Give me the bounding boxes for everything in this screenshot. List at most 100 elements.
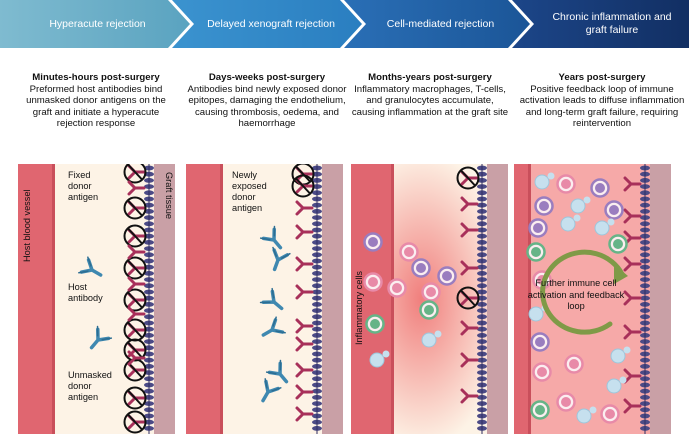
blocked-slash (127, 199, 143, 217)
blocked-symbol (456, 286, 480, 310)
description-body: Positive feedback loop of immune activat… (519, 83, 685, 130)
cell-nucleus (426, 287, 436, 297)
antigen-shape (623, 256, 642, 272)
description-body: Preformed host antibodies bind unmasked … (26, 83, 166, 130)
antigen-shape (295, 336, 314, 352)
immune-cell-pink (363, 272, 383, 292)
stage-description: Years post-surgery Positive feedback loo… (518, 72, 686, 130)
description-heading: Minutes-hours post-surgery (32, 72, 160, 83)
antigen-shape (295, 406, 314, 422)
unmasked-antigen-label: Unmasked donor antigen (68, 370, 112, 402)
immune-cell-pink (564, 354, 584, 374)
antibody-chain (272, 316, 286, 334)
blocked-symbol (123, 164, 147, 184)
blocked-symbol (123, 196, 147, 220)
antigen-shape (623, 324, 642, 340)
blocked-slash (127, 259, 143, 277)
cell-nucleus (370, 319, 380, 329)
antigen-shape (623, 398, 642, 414)
antigen-shape (623, 208, 642, 224)
host-antibody (261, 378, 282, 403)
blocked-slash (460, 289, 476, 307)
antibody-chain (259, 225, 276, 241)
immune-cell-pink (532, 362, 552, 382)
donor-antigen (127, 276, 146, 292)
cell-nucleus (561, 397, 571, 407)
antigen-shape (460, 260, 479, 276)
vessel-wall (528, 164, 531, 434)
panel-cell-mediated (351, 164, 508, 434)
stage-chevron-2 (172, 0, 362, 48)
cell-nucleus (613, 239, 623, 249)
donor-antigen (623, 176, 642, 192)
blocked-slash (127, 413, 143, 431)
blocked-symbol (456, 166, 480, 190)
donor-antigen (460, 222, 479, 238)
immune-cell-purple (530, 332, 550, 352)
cell-fragment (547, 172, 555, 180)
panel-chronic (514, 164, 671, 434)
blocked-slash (127, 389, 143, 407)
antigen-shape (127, 306, 146, 322)
immune-cell-pink (399, 242, 419, 262)
donor-antigen (127, 306, 146, 322)
blocked-symbol (123, 410, 147, 434)
host-blood-vessel (514, 164, 528, 434)
immune-cell-pink (600, 404, 620, 424)
antigen-shape (295, 384, 314, 400)
cell-nucleus (392, 283, 402, 293)
cell-fragment (607, 218, 615, 226)
cell-nucleus (368, 237, 378, 247)
panel-hyperacute (18, 164, 175, 434)
donor-antigen (295, 200, 314, 216)
immune-cell-light (534, 172, 555, 190)
immune-cell-purple (528, 218, 548, 238)
immune-cell-green (419, 300, 439, 320)
antigen-shape (127, 276, 146, 292)
immune-cell-light (576, 406, 597, 424)
donor-antigen (460, 388, 479, 404)
host-antibody-label: Host antibody (68, 282, 103, 303)
vessel-wall (391, 164, 394, 434)
donor-antigen (295, 406, 314, 422)
blocked-slash (460, 169, 476, 187)
antigen-shape (127, 350, 146, 366)
cell-nucleus (609, 205, 619, 215)
antigen-shape (460, 352, 479, 368)
antigen-shape (460, 320, 479, 336)
antigen-shape (460, 196, 479, 212)
stage-chevron-4 (512, 0, 689, 48)
blocked-slash (127, 291, 143, 309)
antibody-chain (272, 246, 291, 259)
donor-antigen (295, 256, 314, 272)
donor-antigen (295, 224, 314, 240)
cell-body (534, 174, 550, 190)
fixed-antigen-label: Fixed donor antigen (68, 170, 99, 202)
feedback-loop-arrow (540, 249, 625, 335)
host-antibody (259, 225, 283, 250)
donor-antigen (460, 196, 479, 212)
cell-fragment (573, 214, 581, 222)
host-blood-vessel (186, 164, 220, 434)
antigen-shape (127, 180, 146, 196)
immune-cell-purple (534, 196, 554, 216)
donor-antigen (295, 362, 314, 378)
cell-body (570, 198, 586, 214)
description-heading: Days-weeks post-surgery (208, 72, 326, 83)
antigen-shape (623, 176, 642, 192)
cell-body (610, 348, 626, 364)
cell-nucleus (442, 271, 452, 281)
cell-fragment (589, 406, 597, 414)
stage-chevron-3 (344, 0, 530, 48)
blocked-slash (295, 177, 311, 195)
vessel-wall (52, 164, 55, 434)
cell-fragment (619, 376, 627, 384)
vessel-wall (220, 164, 223, 434)
antigen-shape (295, 224, 314, 240)
cell-body (528, 306, 544, 322)
stage-title: Hyperacute rejection (49, 17, 146, 30)
cell-body (594, 220, 610, 236)
blocked-slash (127, 321, 143, 339)
antigen-shape (295, 318, 314, 334)
stage-description: Days-weeks post-surgery Antibodies bind … (187, 72, 347, 130)
